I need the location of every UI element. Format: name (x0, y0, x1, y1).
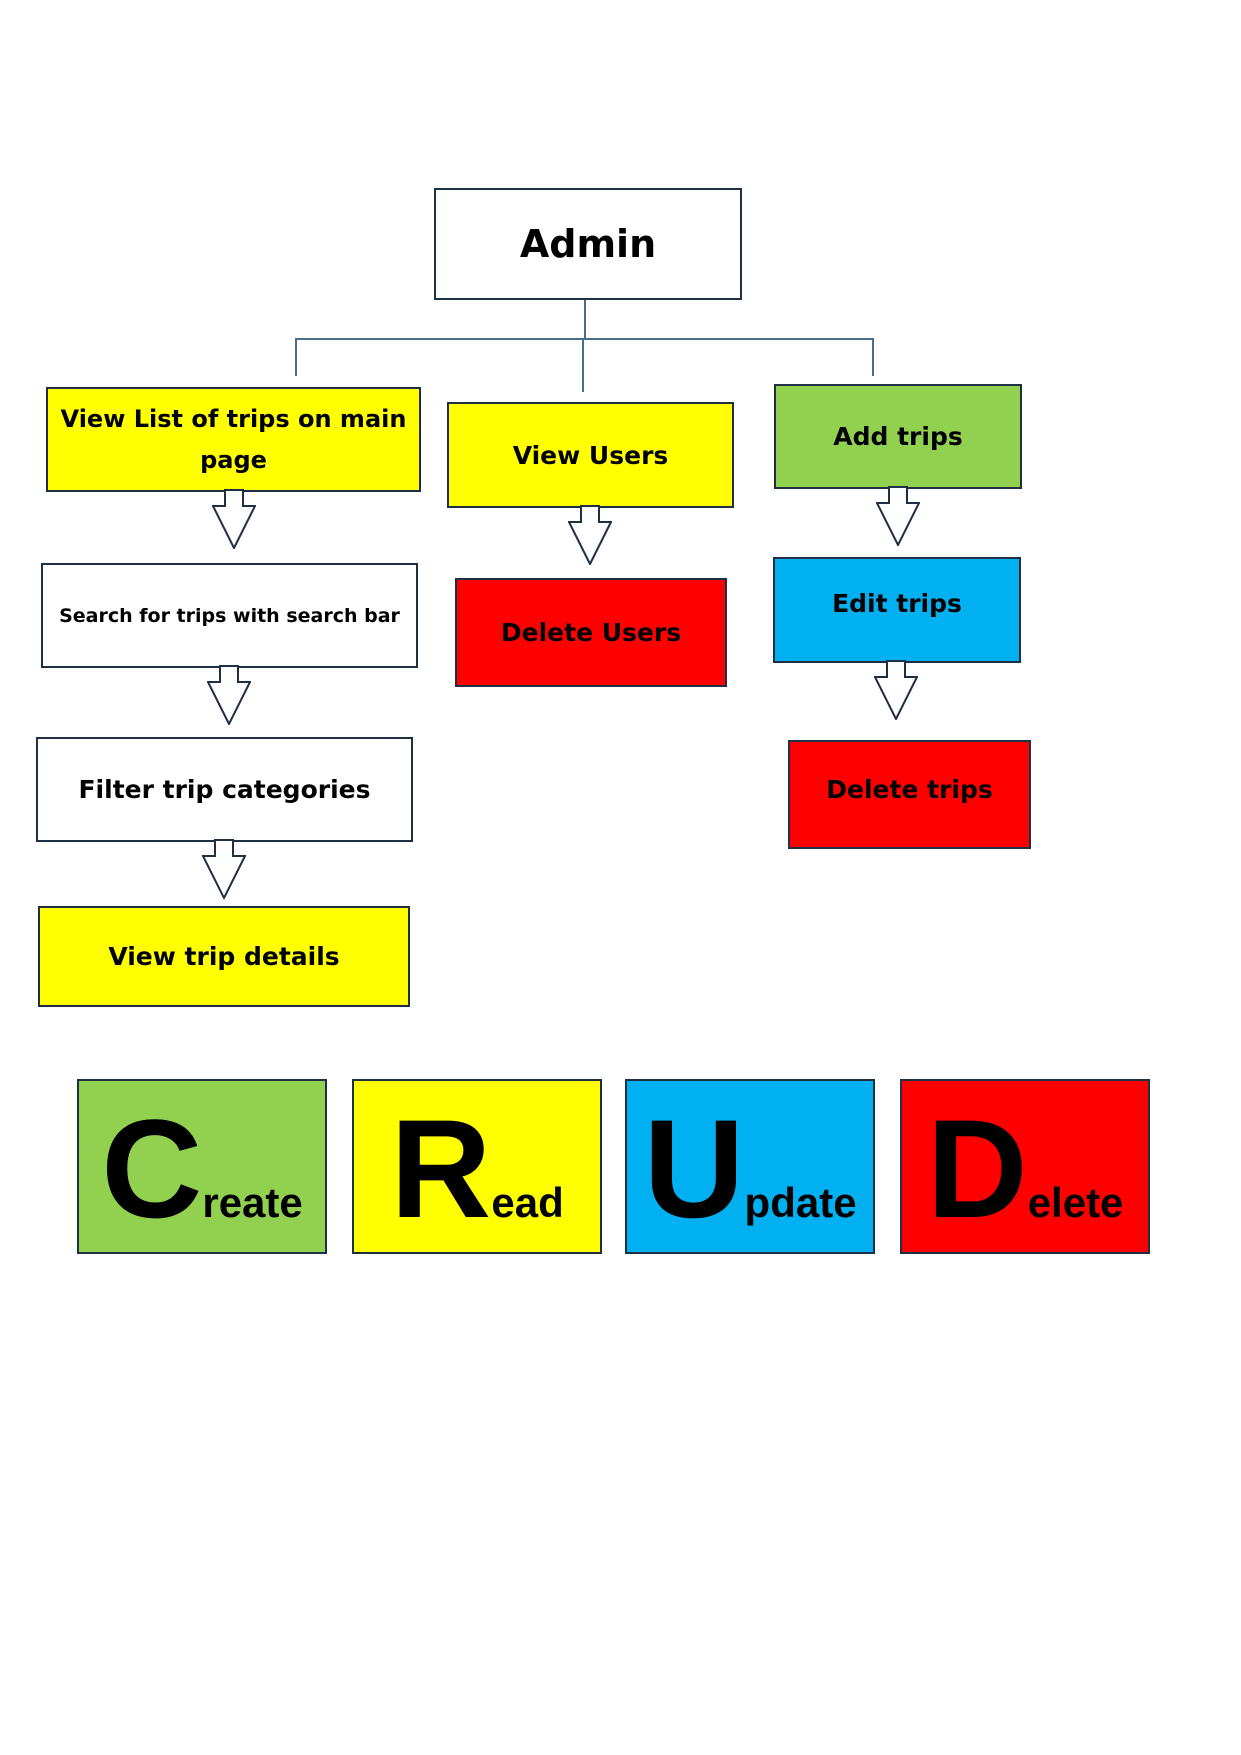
crud-create-rest: reate (202, 1179, 303, 1226)
admin-label: Admin (519, 222, 657, 266)
view-users-node: View Users (447, 402, 734, 508)
crud-delete-rest: elete (1027, 1179, 1124, 1226)
filter-categories-node: Filter trip categories (36, 737, 413, 842)
crud-read-initial: R (390, 1090, 492, 1247)
arrow-down-icon (876, 486, 920, 546)
right-branch-connector (872, 338, 874, 376)
arrow-down-icon (568, 505, 612, 565)
crud-delete-tile: D elete (900, 1079, 1150, 1254)
left-branch-connector (295, 338, 297, 376)
crud-update-initial: U (643, 1090, 745, 1247)
crud-read-rest: ead (491, 1179, 564, 1226)
search-trips-label: Search for trips with search bar (59, 604, 400, 627)
crud-create-initial: C (101, 1090, 203, 1247)
delete-users-node: Delete Users (455, 578, 727, 687)
arrow-down-icon (212, 489, 256, 549)
arrow-down-icon (207, 665, 251, 725)
crud-read-tile: R ead (352, 1079, 602, 1254)
crud-create-tile: C reate (77, 1079, 327, 1254)
delete-users-label: Delete Users (500, 618, 682, 647)
edit-trips-label: Edit trips (832, 588, 962, 618)
edit-trips-node: Edit trips (773, 557, 1021, 663)
middle-branch-connector (582, 338, 584, 392)
view-trips-list-label: View List of trips on main page (60, 404, 407, 474)
view-users-label: View Users (512, 440, 669, 470)
arrow-down-icon (202, 839, 246, 899)
crud-update-tile: U pdate (625, 1079, 875, 1254)
crud-delete-initial: D (926, 1090, 1028, 1247)
add-trips-node: Add trips (774, 384, 1022, 489)
root-connector (584, 300, 586, 340)
add-trips-label: Add trips (833, 422, 963, 451)
view-trips-list-node: View List of trips on main page (46, 387, 421, 492)
arrow-down-icon (874, 660, 918, 720)
admin-node: Admin (434, 188, 742, 300)
filter-categories-label: Filter trip categories (78, 775, 371, 804)
branch-connector (295, 338, 874, 340)
delete-trips-node: Delete trips (788, 740, 1031, 849)
view-trip-details-label: View trip details (108, 942, 340, 971)
search-trips-node: Search for trips with search bar (41, 563, 418, 668)
crud-update-rest: pdate (744, 1179, 857, 1226)
view-trip-details-node: View trip details (38, 906, 410, 1007)
delete-trips-label: Delete trips (826, 775, 993, 804)
